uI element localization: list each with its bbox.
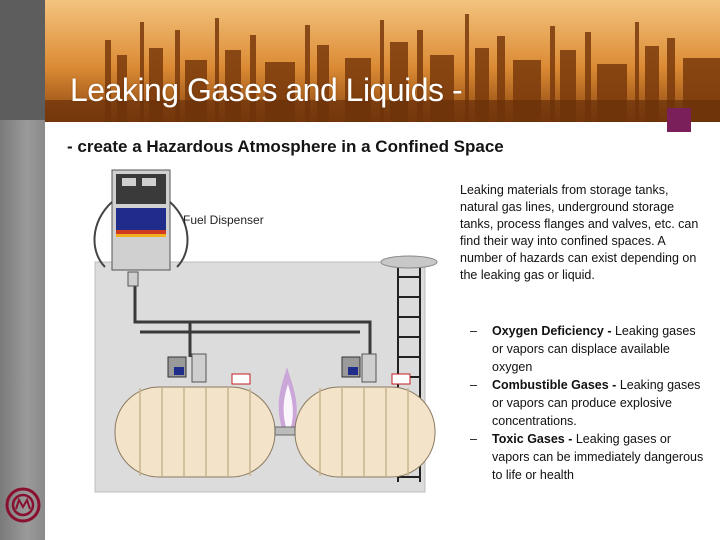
fuel-dispenser-label: Fuel Dispenser [183,213,264,227]
company-logo-icon [5,485,41,525]
hazard-term: Oxygen Deficiency - [492,324,612,338]
dash-marker: – [470,322,477,340]
hazard-list: –Oxygen Deficiency - Leaking gases or va… [470,322,710,484]
sidebar-top [0,0,45,120]
slide-title: Leaking Gases and Liquids - [70,72,462,109]
dash-marker: – [470,376,477,394]
slide-subtitle: - create a Hazardous Atmosphere in a Con… [67,137,504,157]
list-item: –Toxic Gases - Leaking gases or vapors c… [470,430,710,484]
intro-paragraph: Leaking materials from storage tanks, na… [460,182,705,284]
list-item: –Oxygen Deficiency - Leaking gases or va… [470,322,710,376]
hazard-term: Toxic Gases - [492,432,572,446]
hazard-term: Combustible Gases - [492,378,616,392]
dash-marker: – [470,430,477,448]
list-item: –Combustible Gases - Leaking gases or va… [470,376,710,430]
accent-square [667,108,691,132]
